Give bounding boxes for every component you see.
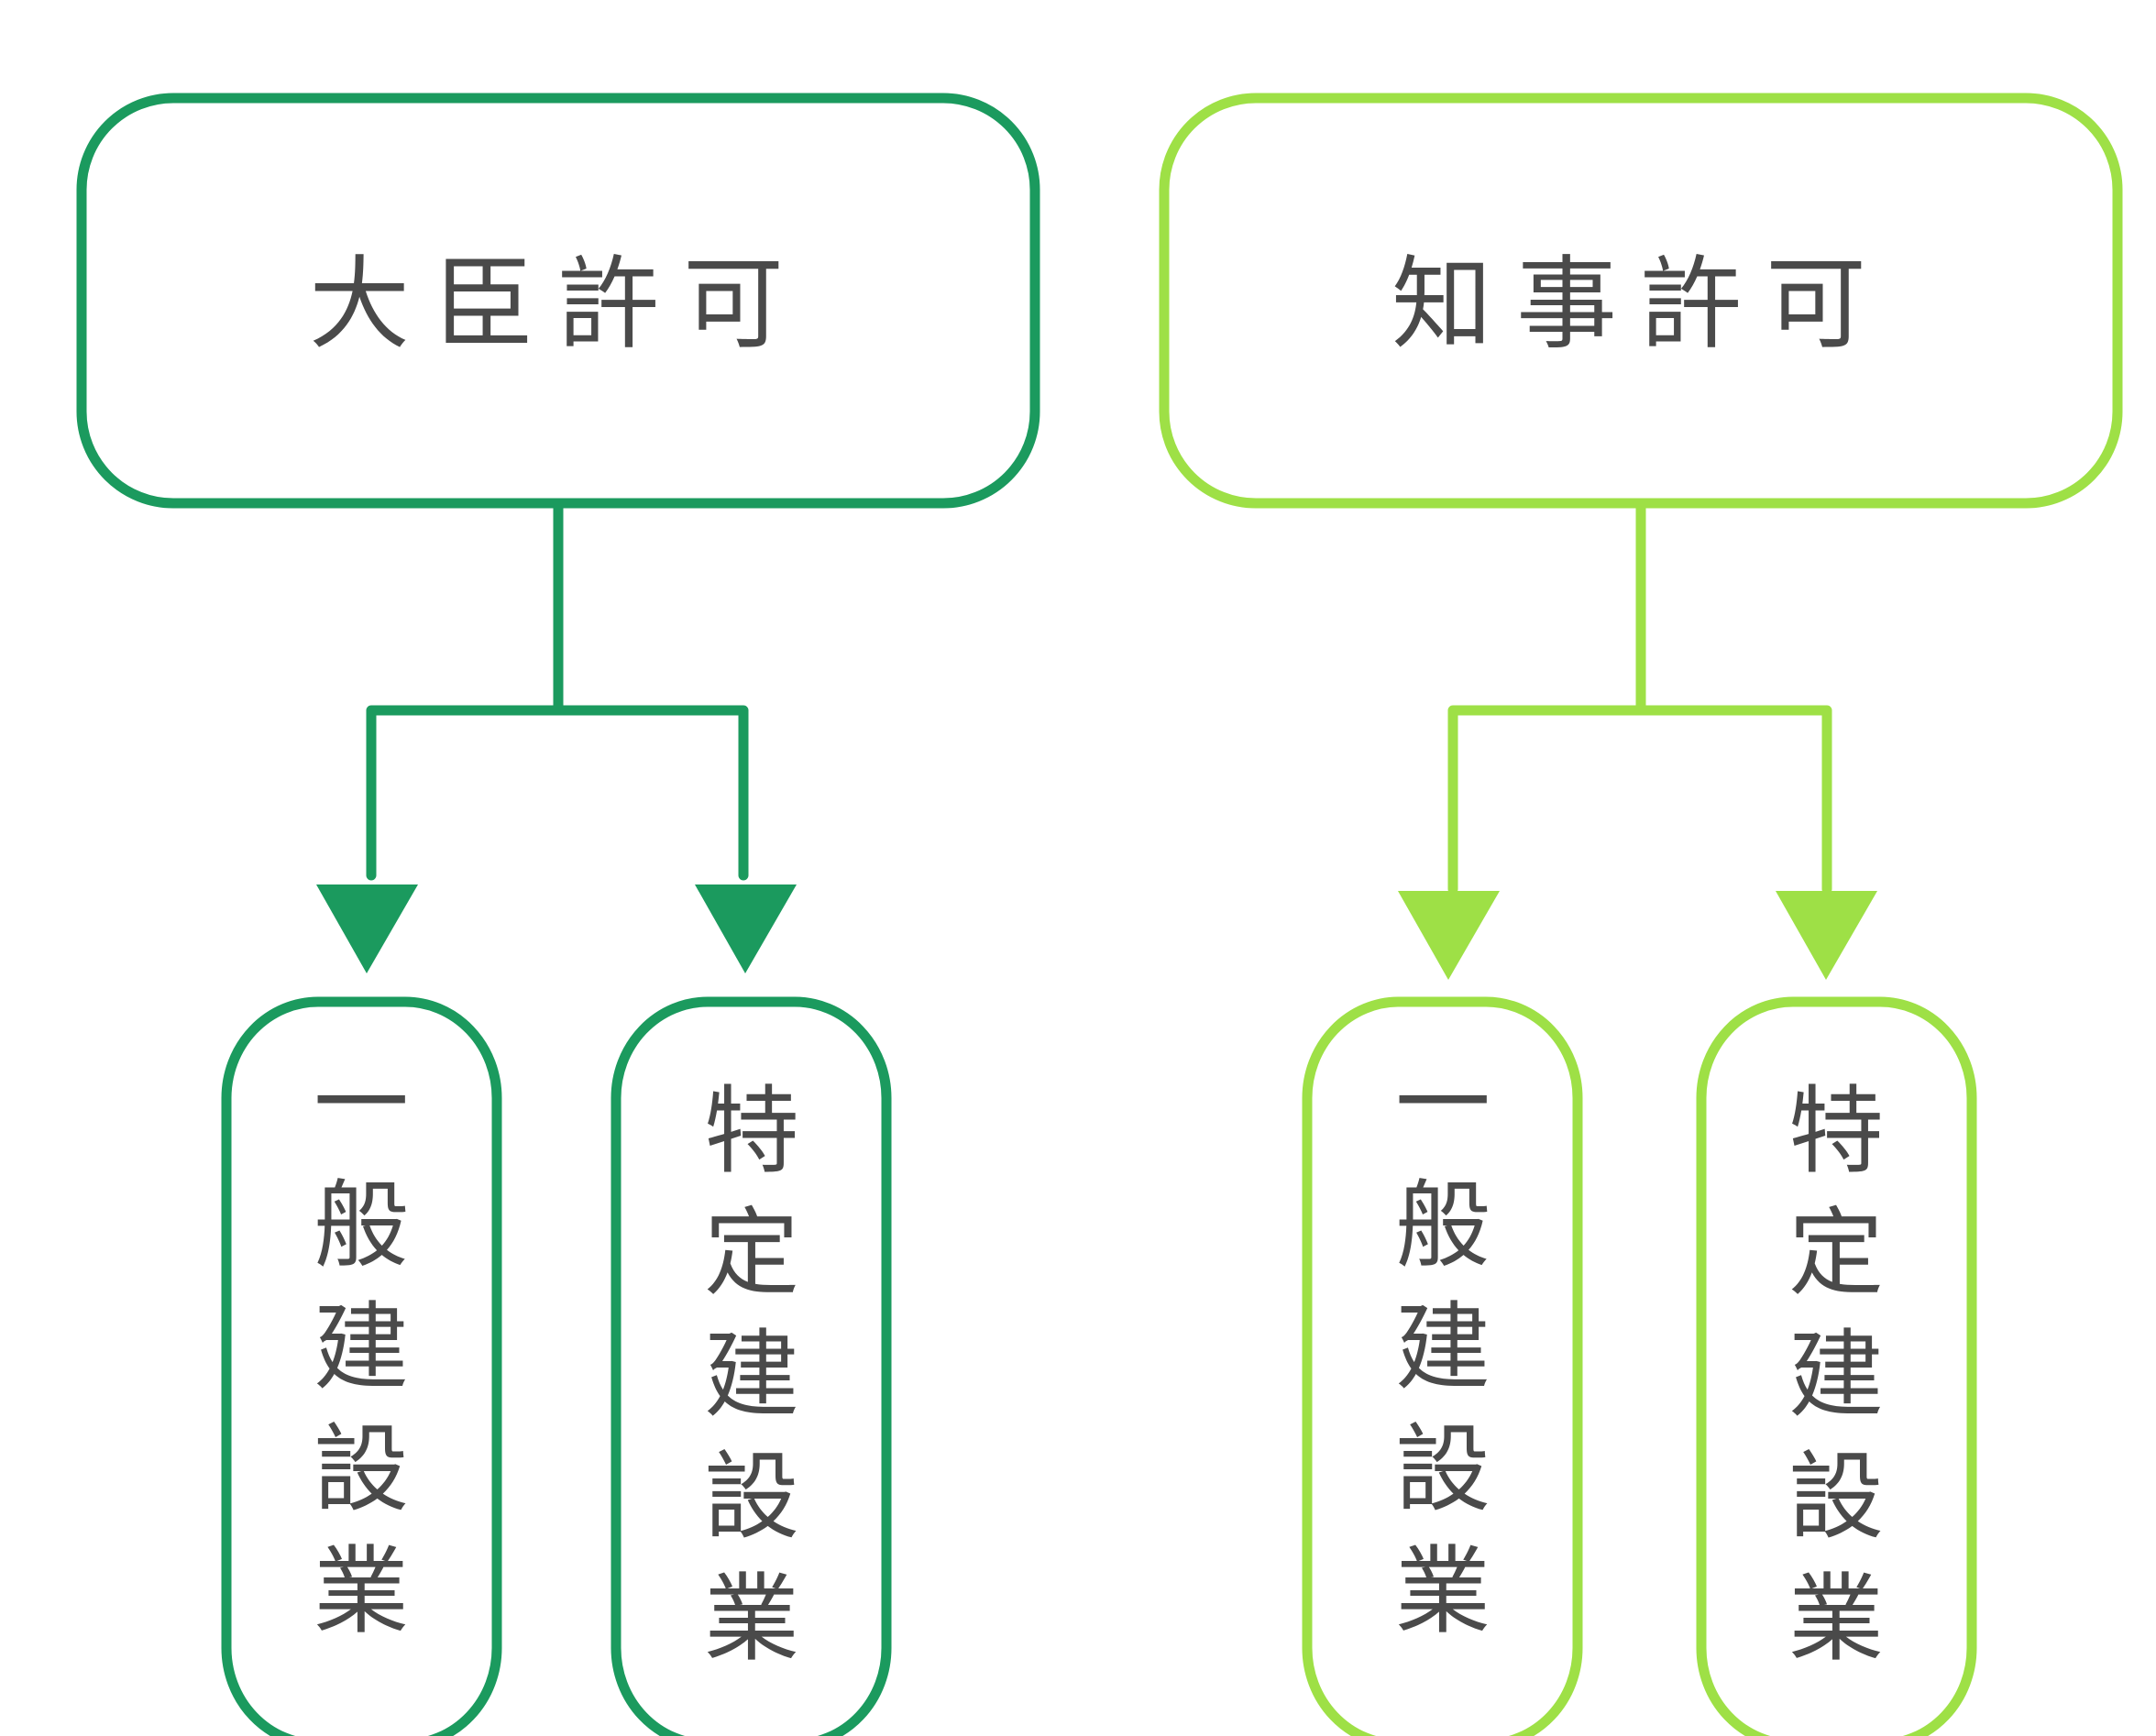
general-construction-box bbox=[1302, 996, 1583, 1736]
label-character: 特 bbox=[1788, 1075, 1884, 1187]
arrowhead-icon bbox=[316, 884, 418, 973]
arrowhead-icon bbox=[695, 884, 797, 973]
label-character: 設 bbox=[704, 1441, 799, 1553]
label-character: 業 bbox=[1395, 1535, 1490, 1647]
specific-construction-box bbox=[1696, 996, 1977, 1736]
specific-construction-label: 特定建設業 bbox=[1788, 1075, 1884, 1675]
general-construction-box bbox=[221, 996, 502, 1736]
label-character: 設 bbox=[1395, 1413, 1490, 1525]
label-character: 業 bbox=[1788, 1563, 1884, 1675]
connector-branch bbox=[1447, 705, 1832, 895]
label-character: 定 bbox=[704, 1197, 799, 1309]
label-character: 定 bbox=[1788, 1197, 1884, 1309]
label-character: 建 bbox=[1395, 1291, 1490, 1403]
label-character: 般 bbox=[314, 1170, 409, 1281]
arrowhead-icon bbox=[1398, 891, 1500, 980]
group-minister-permit: 大臣許可 一般建設業 特定建設業 bbox=[76, 93, 1040, 1736]
governor-permit-title: 知事許可 bbox=[1392, 246, 1890, 363]
label-character: 特 bbox=[704, 1075, 799, 1187]
group-governor-permit: 知事許可 一般建設業 特定建設業 bbox=[1159, 93, 2123, 1736]
label-character: 一 bbox=[314, 1048, 409, 1159]
general-construction-label: 一般建設業 bbox=[1395, 1048, 1490, 1647]
label-character: 設 bbox=[1788, 1441, 1884, 1553]
label-character: 設 bbox=[314, 1413, 409, 1525]
label-character: 建 bbox=[314, 1291, 409, 1403]
label-character: 一 bbox=[1395, 1048, 1490, 1159]
minister-permit-title: 大臣許可 bbox=[309, 246, 808, 363]
general-construction-label: 一般建設業 bbox=[314, 1048, 409, 1647]
label-character: 建 bbox=[1788, 1319, 1884, 1431]
label-character: 般 bbox=[1395, 1170, 1490, 1281]
label-character: 業 bbox=[704, 1563, 799, 1675]
label-character: 業 bbox=[314, 1535, 409, 1647]
specific-construction-box bbox=[610, 996, 892, 1736]
specific-construction-label: 特定建設業 bbox=[704, 1075, 799, 1675]
connector-branch bbox=[366, 705, 749, 881]
arrowhead-icon bbox=[1776, 891, 1877, 980]
label-character: 建 bbox=[704, 1319, 799, 1431]
